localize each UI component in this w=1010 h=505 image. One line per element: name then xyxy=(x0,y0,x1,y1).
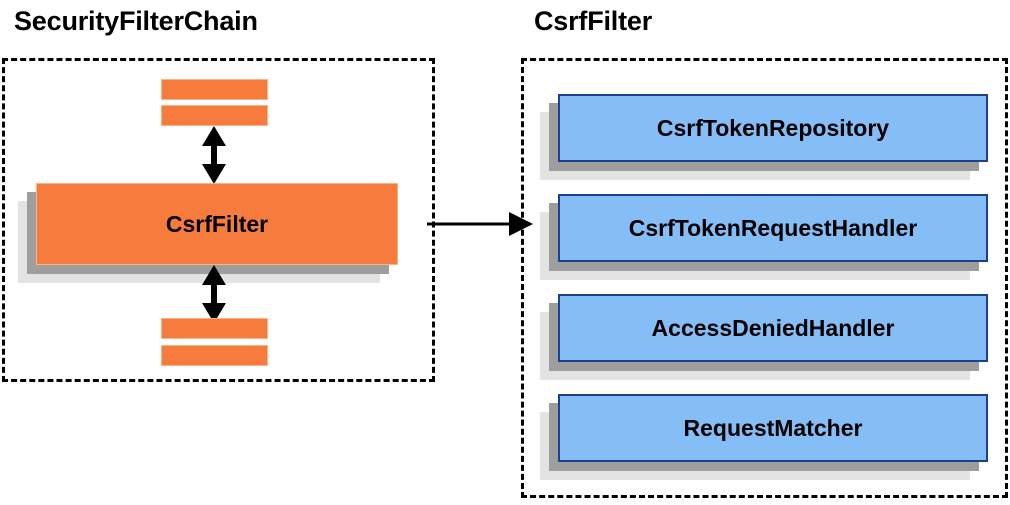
collaborator-label-request-matcher: RequestMatcher xyxy=(683,414,863,441)
panel-csrf-filter xyxy=(521,58,1008,498)
filter-bar-2 xyxy=(161,105,268,126)
collaborator-box-csrf-token-repository: CsrfTokenRepository xyxy=(540,94,988,180)
filter-bar-1 xyxy=(161,79,268,100)
csrf-filter-box: CsrfFilter xyxy=(18,183,398,283)
csrf-filter-box-label: CsrfFilter xyxy=(165,210,269,237)
collaborator-box-face: RequestMatcher xyxy=(558,394,988,462)
filter-bar-4 xyxy=(161,345,268,366)
filter-bar-3 xyxy=(161,318,268,339)
double-arrow-bottom xyxy=(198,265,230,323)
panel-security-filter-chain xyxy=(2,58,435,382)
collaborator-box-face: CsrfTokenRequestHandler xyxy=(558,194,988,262)
collaborator-label-access-denied-handler: AccessDeniedHandler xyxy=(651,314,895,341)
collaborator-label-csrf-token-repository: CsrfTokenRepository xyxy=(656,114,890,141)
collaborator-label-csrf-token-request-handler: CsrfTokenRequestHandler xyxy=(628,214,918,241)
double-arrow-top xyxy=(198,126,230,184)
collaborator-box-face: CsrfTokenRepository xyxy=(558,94,988,162)
collaborator-box-request-matcher: RequestMatcher xyxy=(540,394,988,480)
csrf-filter-box-face: CsrfFilter xyxy=(36,183,398,265)
collaborator-box-face: AccessDeniedHandler xyxy=(558,294,988,362)
connector-arrow-csrffilter xyxy=(427,212,533,236)
collaborator-box-access-denied-handler: AccessDeniedHandler xyxy=(540,294,988,380)
panel-title-security-filter-chain: SecurityFilterChain xyxy=(14,6,258,36)
panel-title-csrf-filter: CsrfFilter xyxy=(534,6,653,36)
collaborator-box-csrf-token-request-handler: CsrfTokenRequestHandler xyxy=(540,194,988,280)
